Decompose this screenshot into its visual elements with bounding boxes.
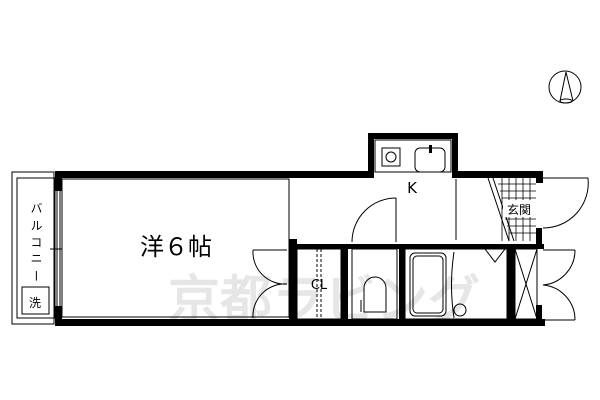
room-door — [252, 249, 288, 319]
kitchen-label: K — [407, 179, 418, 197]
entrance: 玄関 — [487, 177, 536, 242]
pipe-shaft — [514, 248, 538, 320]
north-arrow-icon — [548, 70, 582, 104]
washer-label: 洗 — [29, 296, 41, 310]
outer-walls — [55, 133, 545, 326]
left-window — [50, 191, 62, 306]
closet-label: CL — [311, 278, 328, 293]
kitchen: K — [374, 139, 457, 240]
meter-box-doors — [542, 249, 576, 321]
entrance-door — [542, 177, 589, 229]
western-room-label: 洋６帖 — [140, 233, 212, 261]
kitchen-door — [351, 197, 397, 243]
closet: CL — [296, 248, 342, 320]
toilet — [351, 248, 398, 320]
bathroom — [404, 248, 508, 320]
balcony-label: バルコニー — [29, 202, 43, 282]
entrance-label: 玄関 — [507, 202, 531, 217]
washer-space — [21, 286, 50, 315]
stove-icon — [381, 147, 401, 167]
balcony: 洗 バルコニー — [11, 171, 56, 325]
